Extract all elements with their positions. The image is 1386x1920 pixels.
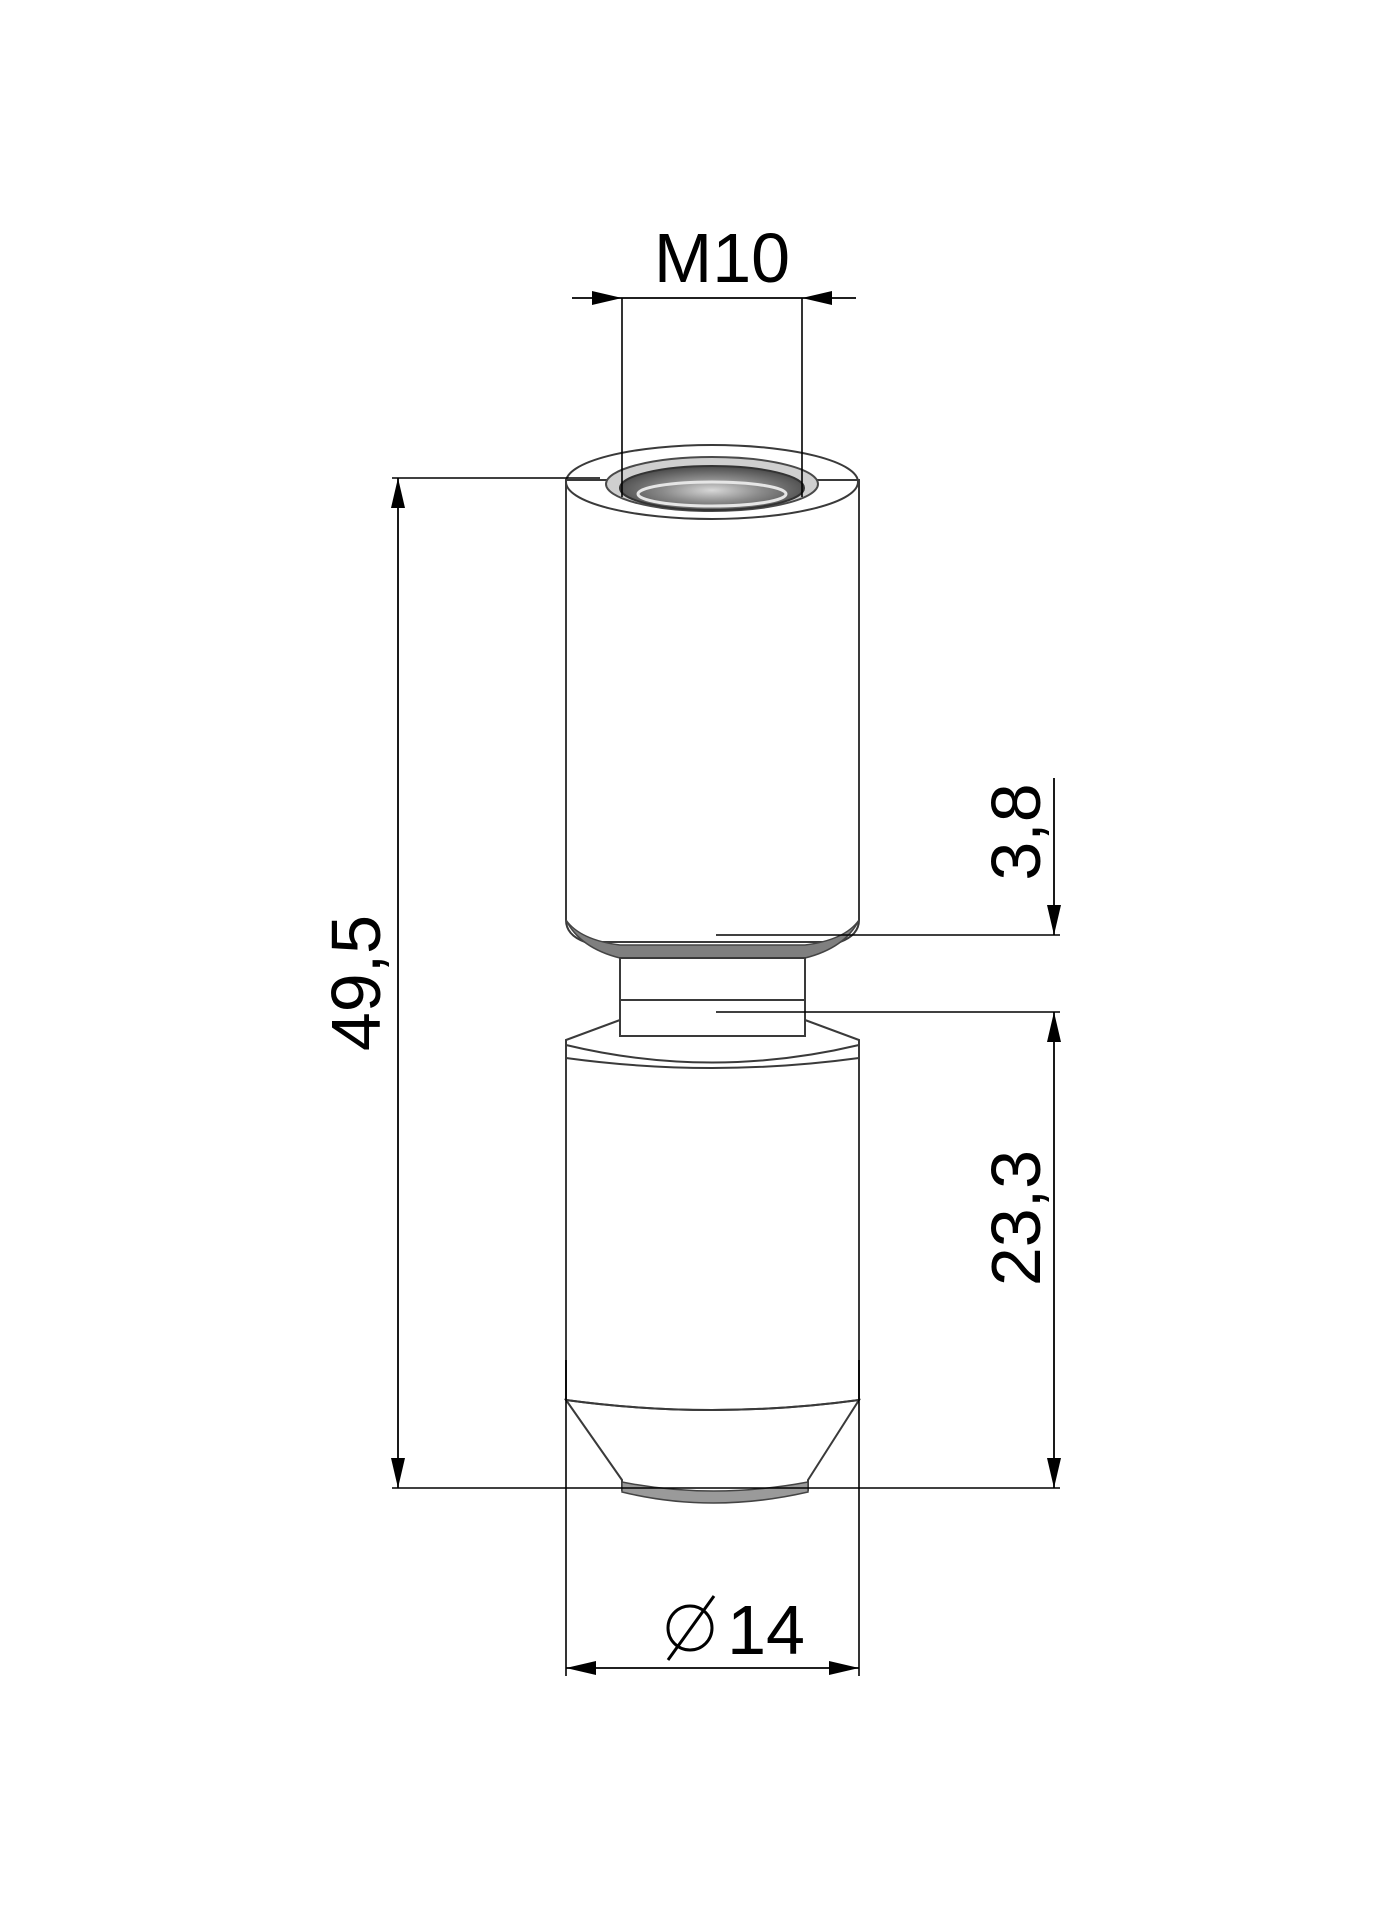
arrowhead: [802, 291, 832, 305]
part-body: [563, 444, 862, 1504]
thread-inner-shine: [636, 480, 788, 508]
lower-cylinder: [565, 1043, 860, 1411]
dimension-thread: M10: [572, 219, 856, 497]
thread-hole: [619, 465, 805, 511]
arrowhead: [566, 1661, 596, 1675]
label-diameter: 14: [727, 1591, 805, 1669]
label-groove: 3,8: [977, 783, 1055, 880]
label-thread: M10: [654, 219, 790, 297]
arrowhead: [1047, 1012, 1061, 1042]
dimension-groove: 3,8: [716, 778, 1061, 1013]
tip-face: [621, 1481, 809, 1504]
label-lower-length: 23,3: [977, 1150, 1055, 1286]
label-overall-length: 49,5: [317, 915, 395, 1051]
lower-chamfer: [565, 999, 860, 1069]
arrowhead: [1047, 1458, 1061, 1488]
arrowhead: [829, 1661, 859, 1675]
upper-cylinder: [565, 479, 860, 943]
arrowhead: [391, 1458, 405, 1488]
dimension-lower-length: 23,3: [977, 1012, 1061, 1488]
dimension-overall-length: 49,5: [317, 477, 1060, 1489]
arrowhead: [592, 291, 622, 305]
neck-groove: [619, 957, 806, 1037]
arrowhead: [391, 478, 405, 508]
cone-tip: [563, 1398, 862, 1504]
dimension-diameter: 14: [565, 1360, 860, 1676]
upper-chamfer: [565, 919, 860, 959]
arrowhead: [1047, 905, 1061, 935]
diameter-symbol-icon: [666, 1595, 716, 1661]
top-face: [565, 444, 859, 520]
